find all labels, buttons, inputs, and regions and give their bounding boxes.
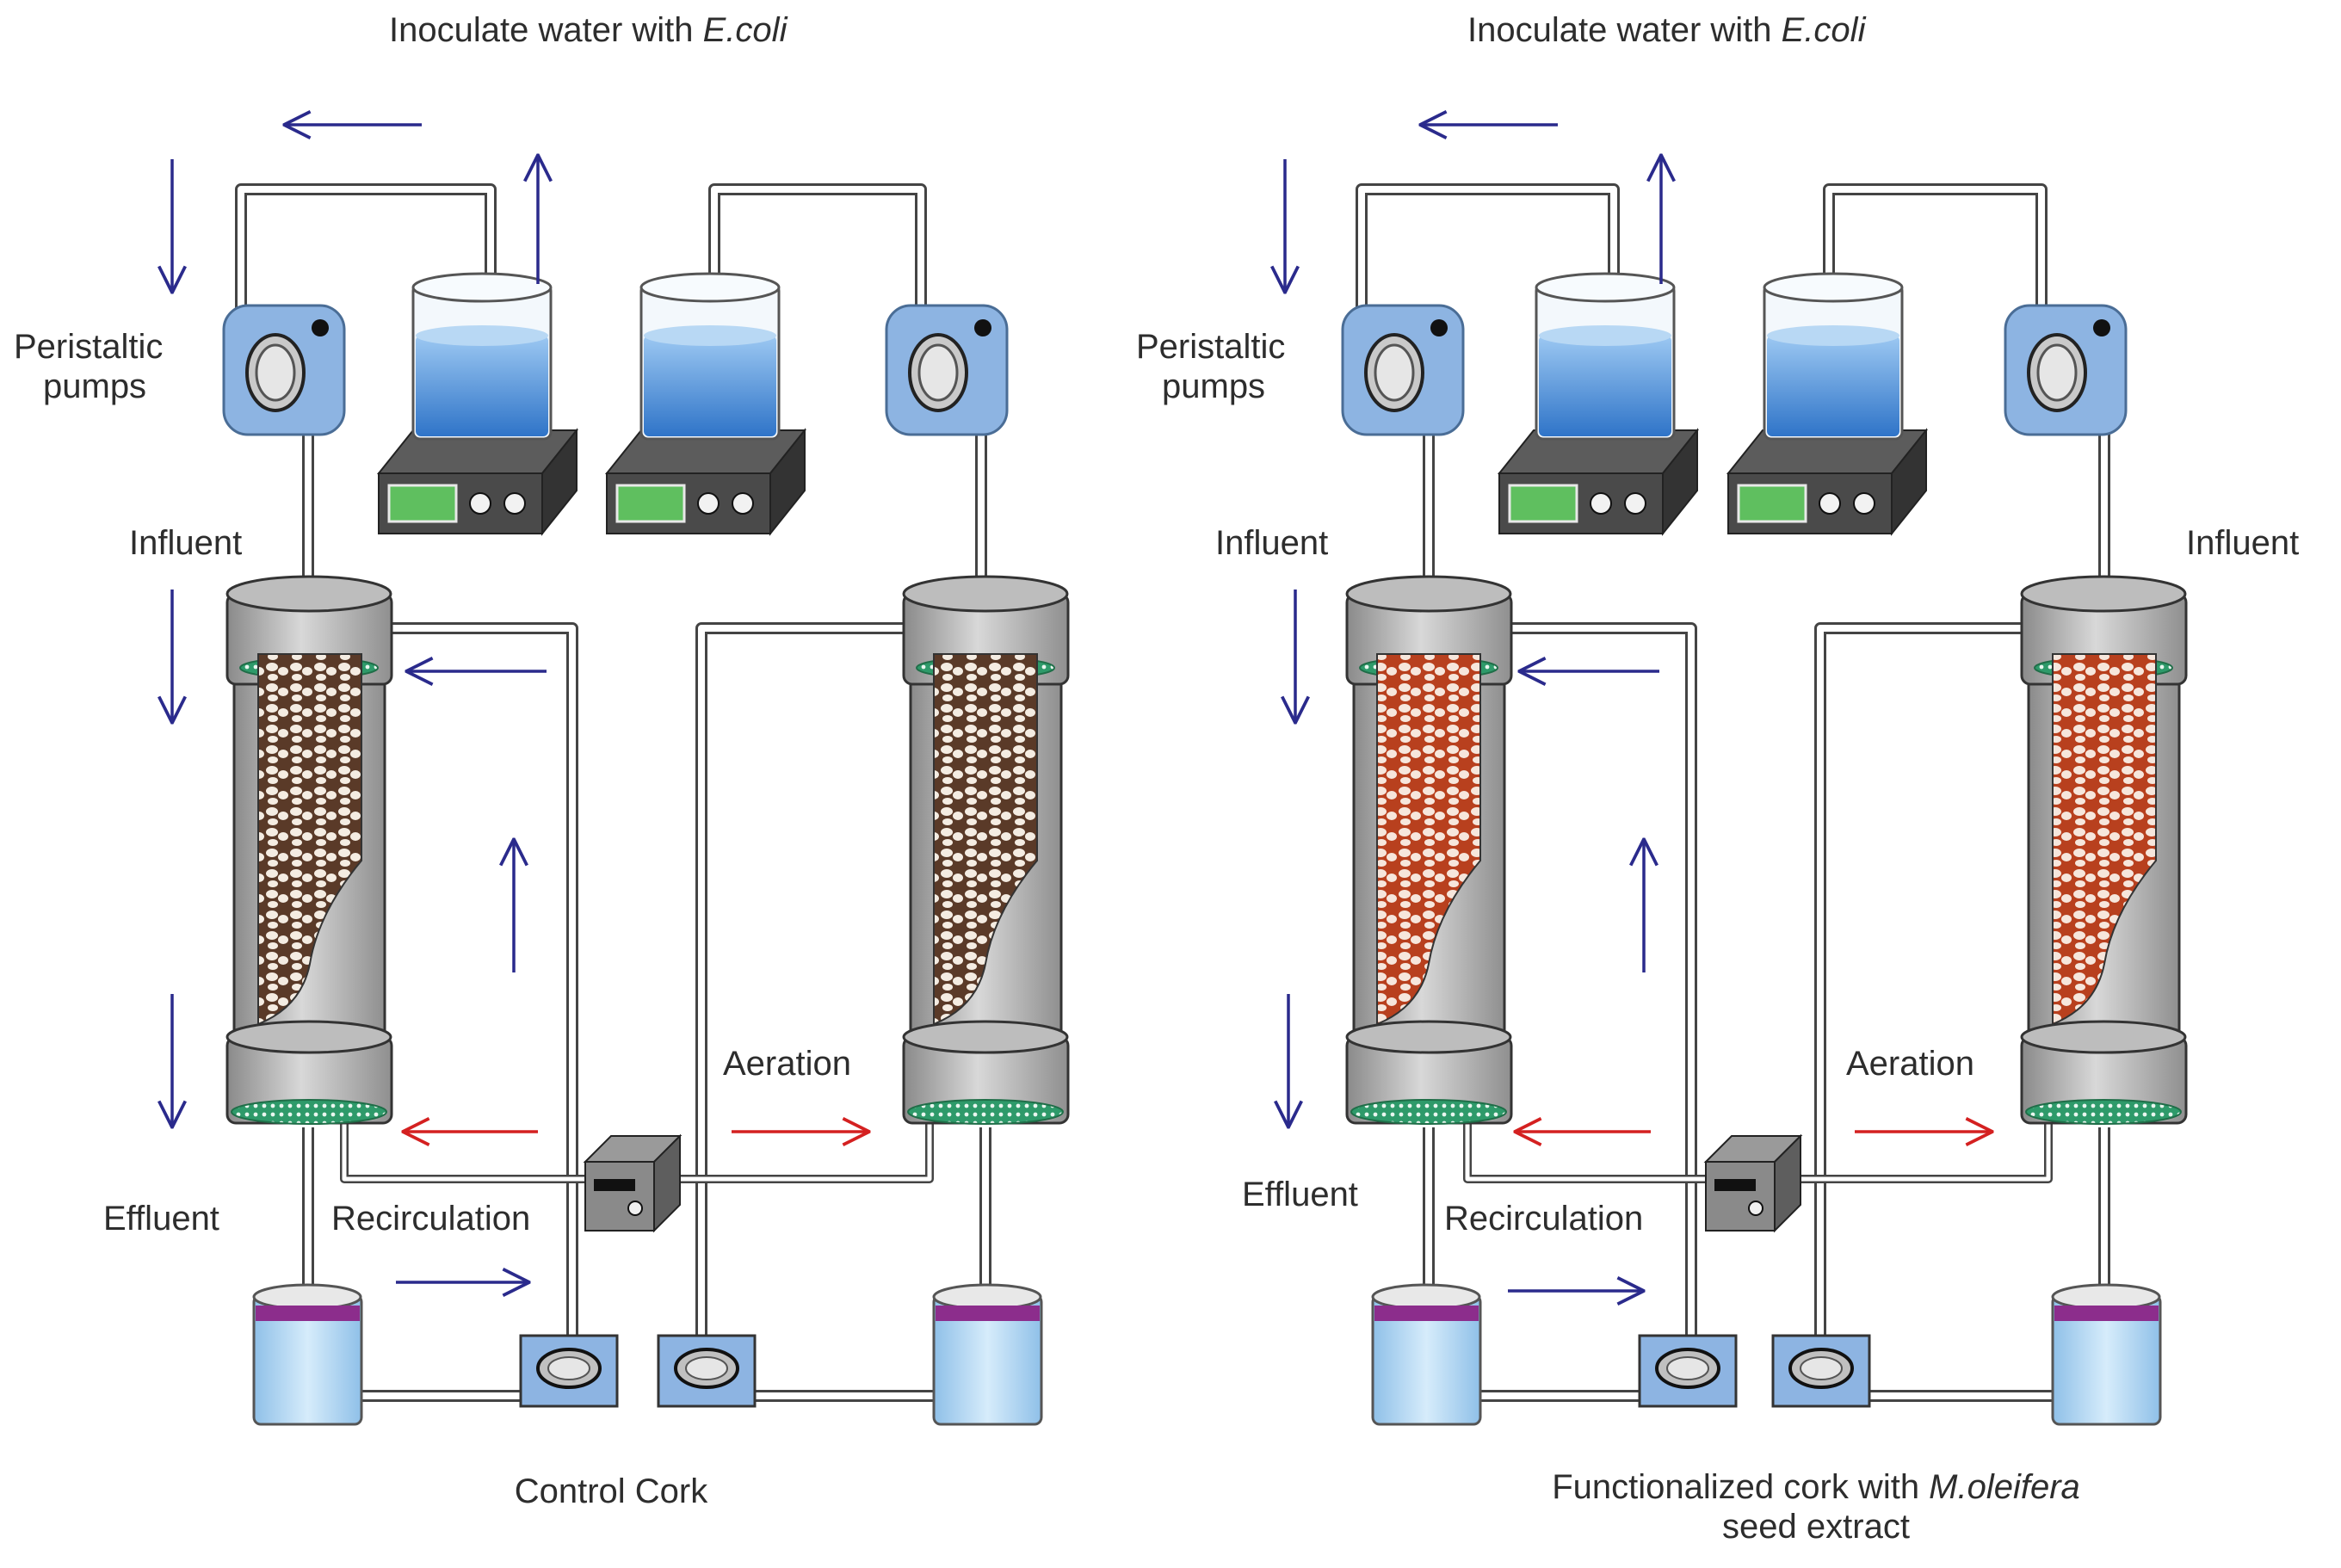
recirculation-pump-4: [1771, 1334, 1871, 1408]
flow-arrows: [172, 125, 547, 1282]
recirculation-label-right: Recirculation: [1444, 1200, 1644, 1238]
inoculum-beaker-2: [639, 272, 781, 441]
column-4: [2020, 575, 2188, 1126]
column-3: [1345, 575, 1513, 1126]
recirculation-label-left: Recirculation: [331, 1200, 531, 1238]
air-pump: [584, 1135, 681, 1232]
peristaltic-line2: pumps: [1162, 367, 1266, 405]
influent-label-right-2: Influent: [2186, 524, 2300, 562]
aeration-label-right: Aeration: [1846, 1045, 1974, 1083]
peristaltic-line2: pumps: [43, 367, 147, 405]
magnetic-stirrer-4: [1726, 429, 1928, 535]
peristaltic-pump-4: [2004, 304, 2128, 436]
inoculate-label-text: Inoculate water with: [1467, 11, 1782, 49]
air-pump: [1705, 1135, 1801, 1232]
effluent-collector-4: [2051, 1283, 2162, 1426]
aeration-label-left: Aeration: [723, 1045, 851, 1083]
caption-right-line2: seed extract: [1722, 1508, 1910, 1546]
peristaltic-pump-2: [885, 304, 1009, 436]
effluent-collector-2: [932, 1283, 1043, 1426]
inoculum-beaker-3: [1535, 272, 1676, 441]
peristaltic-line1: Peristaltic: [1136, 328, 1286, 366]
tubing: [1356, 183, 2113, 1402]
magnetic-stirrer-1: [377, 429, 578, 535]
recirculation-pump-1: [519, 1334, 619, 1408]
effluent-collector-1: [252, 1283, 363, 1426]
column-1: [225, 575, 393, 1126]
peristaltic-pump-1: [222, 304, 346, 436]
functionalized-cork-setup: [1285, 125, 2188, 1426]
inoculum-beaker-1: [411, 272, 553, 441]
recirculation-pump-2: [657, 1334, 757, 1408]
recirculation-pump-3: [1638, 1334, 1738, 1408]
control-cork-setup: [172, 125, 1070, 1426]
caption-right-species: M.oleifera: [1929, 1468, 2080, 1506]
influent-label-left: Influent: [129, 524, 243, 562]
inoculate-species: E.coli: [702, 11, 788, 49]
effluent-collector-3: [1371, 1283, 1482, 1426]
magnetic-stirrer-3: [1498, 429, 1699, 535]
inoculate-label-right: Inoculate water with E.coli: [1467, 10, 1865, 50]
influent-label-right-1: Influent: [1215, 524, 1329, 562]
peristaltic-pump-3: [1341, 304, 1465, 436]
flow-arrows: [1285, 125, 1661, 1291]
peristaltic-line1: Peristaltic: [14, 328, 164, 366]
caption-right-text: Functionalized cork with: [1552, 1468, 1930, 1506]
column-2: [902, 575, 1070, 1126]
effluent-label-right: Effluent: [1242, 1176, 1358, 1213]
inoculate-label-left: Inoculate water with E.coli: [389, 10, 787, 50]
inoculate-species: E.coli: [1781, 11, 1866, 49]
caption-right: Functionalized cork with M.oleifera seed …: [1463, 1467, 2169, 1546]
magnetic-stirrer-2: [605, 429, 806, 535]
inoculum-beaker-4: [1763, 272, 1904, 441]
inoculate-label-text: Inoculate water with: [389, 11, 703, 49]
caption-left: Control Cork: [514, 1472, 708, 1510]
effluent-label-left: Effluent: [103, 1200, 219, 1238]
